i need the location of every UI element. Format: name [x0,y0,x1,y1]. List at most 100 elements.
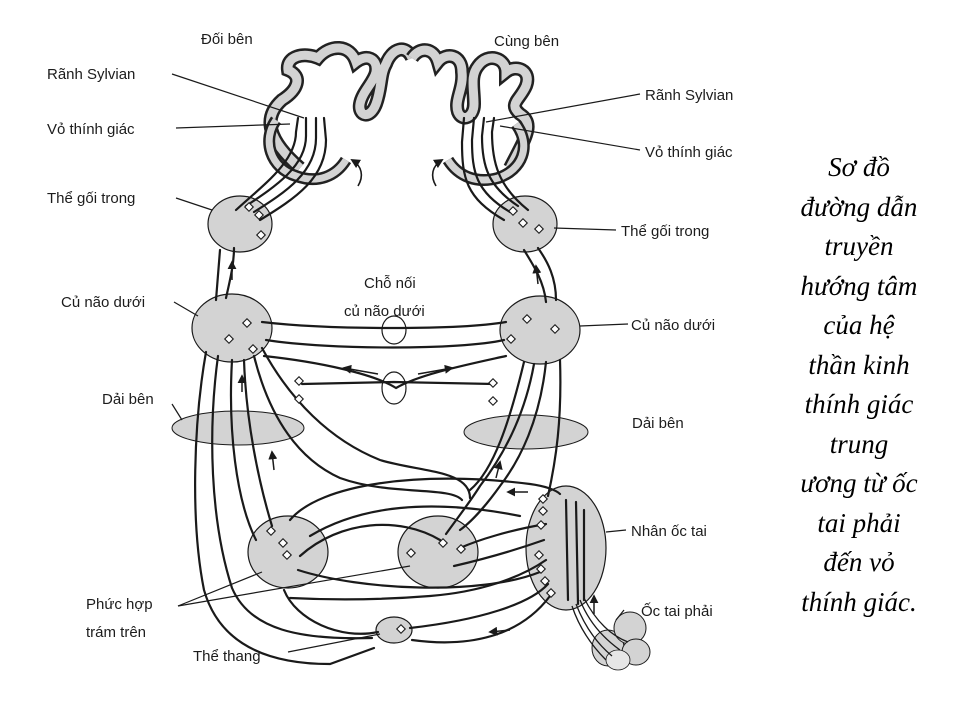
synapse-dot [537,505,549,517]
cochlea-right [571,597,651,671]
mgb-left [207,195,273,253]
label-lemniscus-right: Dải bên [632,415,684,432]
synapse-dot [277,537,289,549]
caption-line: Sơ đồ [828,152,890,182]
lemniscus-left-band [171,410,305,446]
synapse-dot [535,519,547,531]
synapse-dot [405,547,417,559]
caption-line: thính giác. [801,586,917,617]
synapse-dot [265,525,277,537]
synapse-dot [223,333,235,345]
ic-mgb-left [214,248,222,302]
synapse-dots [223,201,561,635]
leader-trapezoid [287,633,381,653]
radiation-left-3 [258,116,328,222]
cortex-outline [263,41,535,186]
caption-line: hướng tâm [800,270,918,301]
leader-mgb-left [175,197,213,211]
commissure-fiber-1 [260,320,508,330]
synapse-dot [241,317,253,329]
label-mgb-right: Thể gối trong [621,223,709,240]
label-ic-right: Củ não dưới [631,317,715,334]
synapse-dot [533,223,545,235]
ic-mgb-right-2 [522,248,548,304]
label-olive-2: trám trên [86,624,146,641]
label-olive-1: Phức hợp [86,596,153,613]
leader-sylvian-left [171,73,305,119]
leader-olive-2 [177,565,411,607]
leader-cochlear-nucleus [605,529,627,533]
figure-caption: Sơ đồ đường dẫn truyền hướng tâm của hệ … [770,148,948,622]
leader-ic-right [579,323,629,327]
radiation-left-1 [244,116,308,208]
synapse-dot [521,313,533,325]
ic-right [499,295,581,365]
synapse-dot [533,549,545,561]
commissure-oval-upper [381,315,407,345]
label-sylvian-right: Rãnh Sylvian [645,87,733,104]
cortex-arrow-left [350,159,363,187]
label-lemniscus-left: Dải bên [102,391,154,408]
synapse-dot [517,217,529,229]
commissure-oval-lower [381,371,407,405]
synapse-dot [535,563,547,575]
arrow-commissure-right [417,364,454,375]
caption-line: tai phải [817,507,901,538]
cn-out-5 [410,594,552,644]
pathways [194,116,586,666]
radiation-right-1 [480,116,520,208]
lemniscus-right-3 [546,358,562,498]
arrow-commissure-left [342,364,379,375]
arrow-up-mgb-right [532,264,542,285]
cortex-right-temporal-fill [445,121,528,184]
synapse-dot [505,333,517,345]
cn-in-nerve [564,498,586,606]
leader-olive-1 [177,571,263,607]
leader-lemniscus-left [171,403,183,421]
cn-out-3 [288,558,548,601]
synapse-dot [255,229,267,241]
ic-mgb-right [536,246,558,302]
leader-cochlea [615,609,625,621]
label-commissure-2: củ não dưới [344,303,425,320]
caption-line: của hệ [823,310,895,340]
ic-mgb-left-2 [224,246,236,300]
lemniscus-left-5 [252,354,464,502]
direction-arrows [227,260,599,636]
label-commissure-1: Chỗ nối [364,275,416,292]
caption-line: đường dẫn [800,191,918,222]
trapezoid-out-left [282,588,380,635]
caption-line: thần kinh [808,349,910,380]
cn-out-2 [452,538,546,568]
olive-crossing-2 [296,568,542,589]
leader-lines [171,73,641,653]
label-trapezoid: Thể thang [193,648,261,665]
synapse-dot [455,543,467,555]
synapse-dot [507,205,519,217]
commissure-fiber-2 [264,338,506,349]
lemniscus-left-2 [211,354,374,640]
synapse-dot [247,343,259,355]
radiation-left-2 [252,116,318,214]
synapse-dot [395,623,407,635]
caption-line: thính giác [804,389,914,419]
label-cochlear-nucleus: Nhân ốc tai [631,523,707,540]
cortex-left-temporal-fill [265,117,349,183]
label-cortex-right: Vỏ thính giác [645,144,733,161]
commissure-fiber-3 [262,354,508,390]
cochlea-coil-4 [605,649,631,671]
synapse-dot [487,377,499,389]
label-sylvian-left: Rãnh Sylvian [47,66,135,83]
cochlear-nerve-fibers [571,597,629,661]
synapse-dot [437,537,449,549]
leader-ic-left [173,301,199,317]
arrow-up-lemniscus-right [493,460,503,479]
label-ic-left: Củ não dưới [61,294,145,311]
olive-crossing-3 [288,477,562,522]
trapezoid-body-shape [375,616,413,644]
olive-crossing-1 [298,523,442,558]
cortex-arrow-right [431,159,444,187]
synapse-dot [281,549,293,561]
caption-line: ương từ ốc [800,468,918,498]
